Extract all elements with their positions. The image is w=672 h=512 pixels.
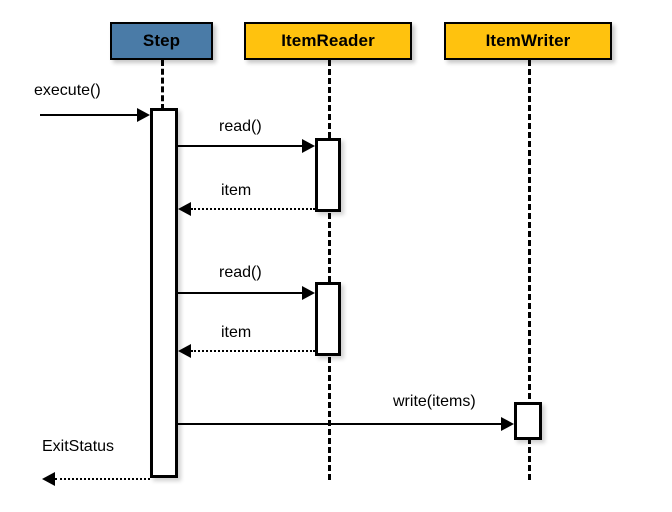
- message-label-read-2: read(): [219, 264, 262, 281]
- message-line-item-2[interactable]: [191, 350, 315, 352]
- message-label-execute: execute(): [34, 82, 101, 99]
- lifeline-item_reader: [328, 60, 331, 480]
- message-arrowhead-execute: [137, 108, 150, 122]
- message-arrowhead-item-2: [178, 344, 191, 358]
- message-line-read-1[interactable]: [178, 145, 302, 147]
- message-arrowhead-exit-status: [42, 472, 55, 486]
- message-label-item-1: item: [221, 182, 252, 199]
- participant-box-item_reader[interactable]: ItemReader: [244, 22, 412, 60]
- participant-box-item_writer[interactable]: ItemWriter: [444, 22, 612, 60]
- activation-bar-item_reader[interactable]: [315, 282, 341, 356]
- participant-label-step: Step: [142, 31, 181, 50]
- message-line-exit-status[interactable]: [55, 478, 150, 480]
- activation-bar-step[interactable]: [150, 108, 178, 478]
- message-line-item-1[interactable]: [191, 208, 315, 210]
- message-arrowhead-read-2: [302, 286, 315, 300]
- participant-box-step[interactable]: Step: [110, 22, 213, 60]
- message-arrowhead-write-items: [501, 417, 514, 431]
- activation-bar-item_writer[interactable]: [514, 402, 542, 440]
- participant-label-item_writer: ItemWriter: [485, 31, 571, 50]
- message-arrowhead-item-1: [178, 202, 191, 216]
- lifeline-item_writer: [528, 60, 531, 480]
- message-arrowhead-read-1: [302, 139, 315, 153]
- message-label-exit-status: ExitStatus: [42, 438, 115, 455]
- message-line-execute[interactable]: [40, 114, 137, 116]
- message-label-item-2: item: [221, 324, 252, 341]
- lifeline-step: [161, 60, 164, 110]
- message-label-write-items: write(items): [393, 393, 476, 410]
- message-line-read-2[interactable]: [178, 292, 302, 294]
- message-label-read-1: read(): [219, 118, 262, 135]
- activation-bar-item_reader[interactable]: [315, 138, 341, 212]
- message-line-write-items[interactable]: [178, 423, 501, 425]
- participant-label-item_reader: ItemReader: [281, 31, 375, 50]
